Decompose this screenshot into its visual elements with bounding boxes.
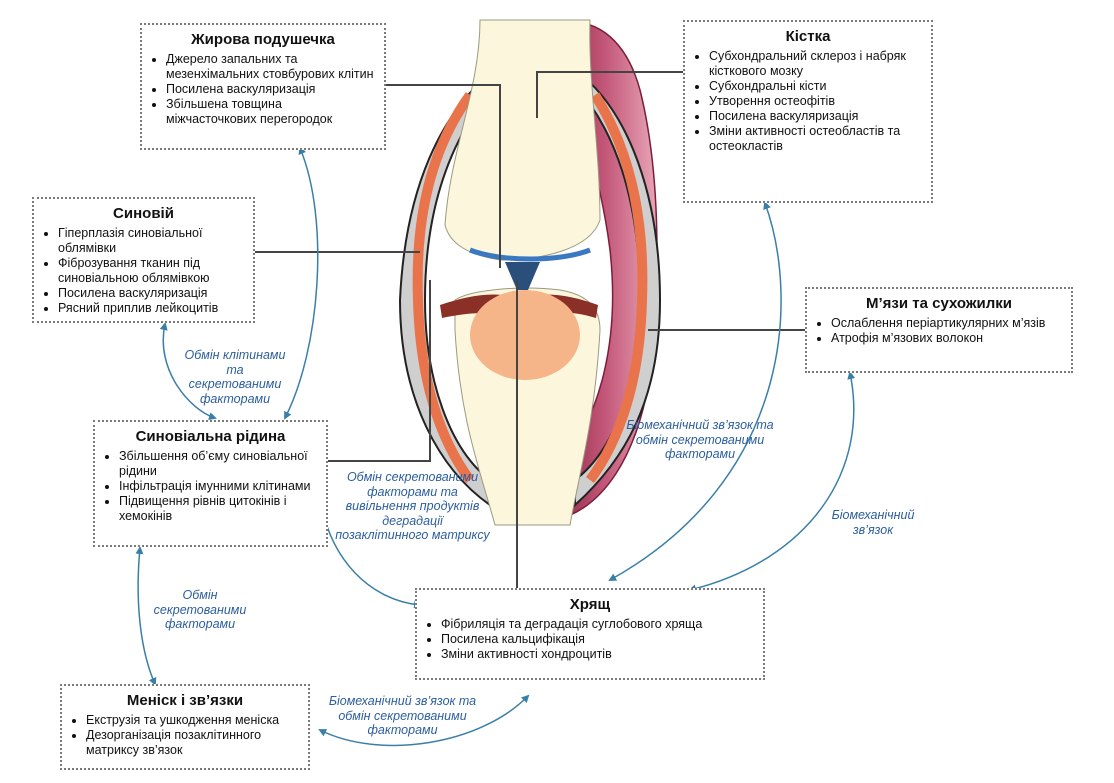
bone-title: Кістка bbox=[785, 28, 831, 45]
list-item: Джерело запальних та мезенхімальних стов… bbox=[166, 52, 374, 82]
list-item: Фібриляція та деградація суглобового хря… bbox=[441, 617, 753, 632]
list-item: Посилена васкуляризація bbox=[166, 82, 374, 97]
biomech-bottom-label: Біомеханічний зв’язок та обмін секретова… bbox=[328, 694, 477, 737]
secreted-products-label: Обмін секретованими факторами та вивільн… bbox=[335, 470, 490, 542]
list-item: Субхондральні кісти bbox=[709, 79, 921, 94]
meniscus-box: Меніск і зв’язки Екструзія та ушкодження… bbox=[60, 684, 310, 770]
list-item: Фіброзування тканин під синовіальною обл… bbox=[58, 256, 243, 286]
list-item: Ослаблення періартикулярних м’язів bbox=[831, 316, 1061, 331]
secreted-left-label: Обмін секретованими факторами bbox=[153, 588, 247, 631]
meniscus-title: Меніск і зв’язки bbox=[126, 692, 244, 709]
fat-pad-box: Жирова подушечка Джерело запальних та ме… bbox=[140, 23, 386, 150]
synovium-box: Синовій Гіперплазія синовіальної облямів… bbox=[32, 197, 255, 323]
list-item: Посилена васкуляризація bbox=[58, 286, 243, 301]
cartilage-box: Хрящ Фібриляція та деградація суглобовог… bbox=[415, 588, 765, 680]
list-item: Утворення остеофітів bbox=[709, 94, 921, 109]
biomech-exchange-right-label: Біомеханічний зв’язок та обмін секретова… bbox=[626, 418, 774, 461]
list-item: Зміни активності хондроцитів bbox=[441, 647, 753, 662]
list-item: Зміни активності остеобластів та остеокл… bbox=[709, 124, 921, 154]
list-item: Посилена васкуляризація bbox=[709, 109, 921, 124]
degraded-cartilage bbox=[470, 290, 580, 380]
fat-pad-title: Жирова подушечка bbox=[191, 31, 335, 48]
synovium-title: Синовій bbox=[113, 205, 174, 222]
list-item: Збільшена товщина міжчасточкових перегор… bbox=[166, 97, 374, 127]
bone-box: Кістка Субхондральний склероз і набряк к… bbox=[683, 20, 933, 203]
list-item: Рясний приплив лейкоцитів bbox=[58, 301, 243, 316]
list-item: Субхондральний склероз і набряк кістково… bbox=[709, 49, 921, 79]
list-item: Атрофія м’язових волокон bbox=[831, 331, 1061, 346]
cartilage-title: Хрящ bbox=[569, 596, 611, 613]
list-item: Дезорганізація позаклітинного матриксу з… bbox=[86, 728, 298, 758]
cells-factors-label: Обмін клітинами та секретованими фактора… bbox=[184, 348, 286, 406]
list-item: Збільшення об’єму синовіальної рідини bbox=[119, 449, 316, 479]
list-item: Інфільтрація імунними клітинами bbox=[119, 479, 316, 494]
biomech-right-label: Біомеханічний зв’язок bbox=[831, 508, 915, 537]
list-item: Підвищення рівнів цитокінів і хемокінів bbox=[119, 494, 316, 524]
list-item: Екструзія та ушкодження меніска bbox=[86, 713, 298, 728]
muscles-box: М’язи та сухожилки Ослаблення періартику… bbox=[805, 287, 1073, 373]
synovial-fluid-box: Синовіальна рідина Збільшення об’єму син… bbox=[93, 420, 328, 547]
list-item: Посилена кальцифікація bbox=[441, 632, 753, 647]
list-item: Гіперплазія синовіальної облямівки bbox=[58, 226, 243, 256]
upper-bone bbox=[444, 19, 601, 261]
synovial-fluid-title: Синовіальна рідина bbox=[135, 428, 286, 445]
muscles-title: М’язи та сухожилки bbox=[865, 295, 1013, 312]
